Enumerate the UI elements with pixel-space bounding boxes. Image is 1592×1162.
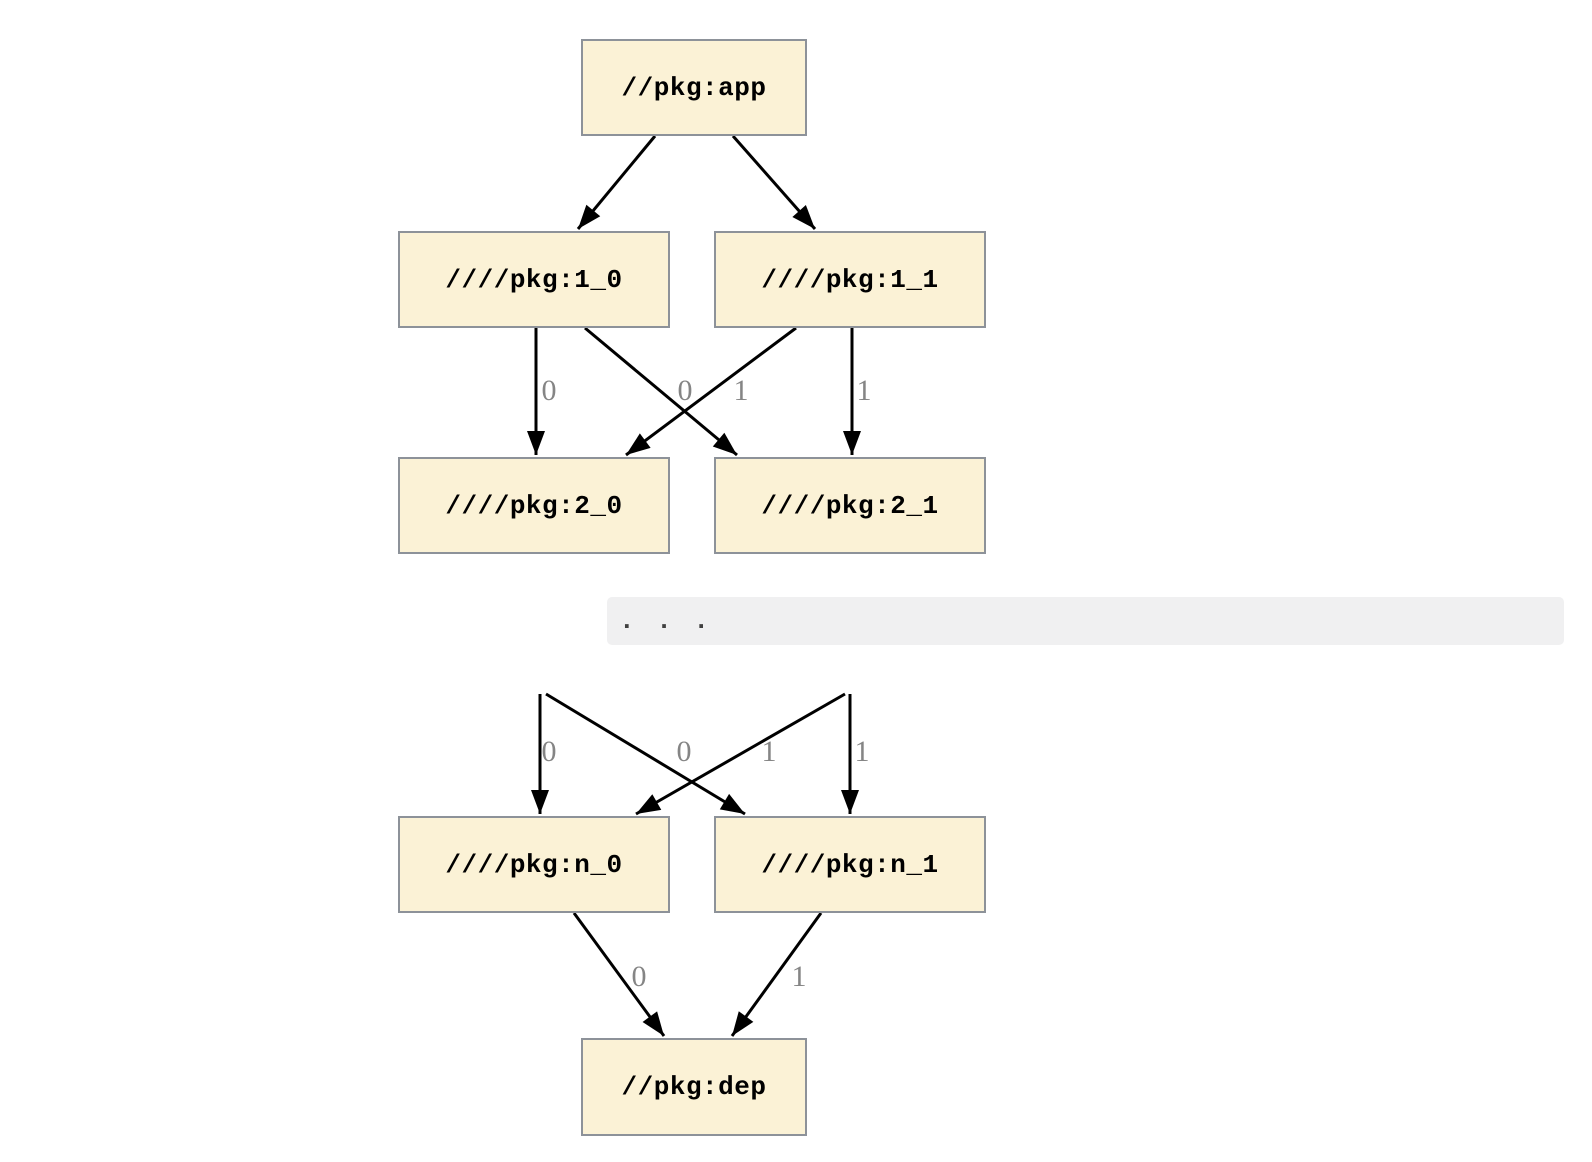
ellipsis-band: . . . <box>607 597 1564 645</box>
edge-label-ellipsis-n_0-cross: 1 <box>761 735 777 768</box>
node-pkg-1_1: ////pkg:1_1 <box>714 231 986 328</box>
edge-ellipsis-to-n_1-cross <box>545 692 746 816</box>
edge-1_1-to-2_0 <box>625 326 797 457</box>
edge-label-ellipsis-n_1-cross: 0 <box>676 735 692 768</box>
edge-label-ellipsis-n_1-right: 1 <box>854 735 870 768</box>
edge-label-1_0-2_1: 0 <box>677 374 693 407</box>
node-pkg-2_1: ////pkg:2_1 <box>714 457 986 554</box>
edge-app-to-1_0 <box>576 135 657 230</box>
edge-label-n_1-dep: 1 <box>791 960 807 993</box>
edge-label-1_0-2_0: 0 <box>541 374 557 407</box>
edge-n_0-to-dep <box>572 912 666 1037</box>
node-pkg-app: //pkg:app <box>581 39 807 136</box>
edge-ellipsis-to-n_0-cross <box>635 692 846 816</box>
edge-label-ellipsis-n_0-left: 0 <box>541 735 557 768</box>
node-pkg-dep: //pkg:dep <box>581 1038 807 1136</box>
node-pkg-n_1: ////pkg:n_1 <box>714 816 986 913</box>
node-pkg-2_0: ////pkg:2_0 <box>398 457 670 554</box>
edge-label-n_0-dep: 0 <box>631 960 647 993</box>
node-pkg-1_0: ////pkg:1_0 <box>398 231 670 328</box>
edge-label-1_1-2_1: 1 <box>856 374 872 407</box>
edge-n_1-to-dep <box>730 912 823 1037</box>
edge-label-1_1-2_0: 1 <box>733 374 749 407</box>
node-pkg-n_0: ////pkg:n_0 <box>398 816 670 913</box>
ellipsis-text: . . . <box>619 606 713 636</box>
edge-1_0-to-2_1 <box>584 326 738 457</box>
edge-app-to-1_1 <box>731 135 817 230</box>
